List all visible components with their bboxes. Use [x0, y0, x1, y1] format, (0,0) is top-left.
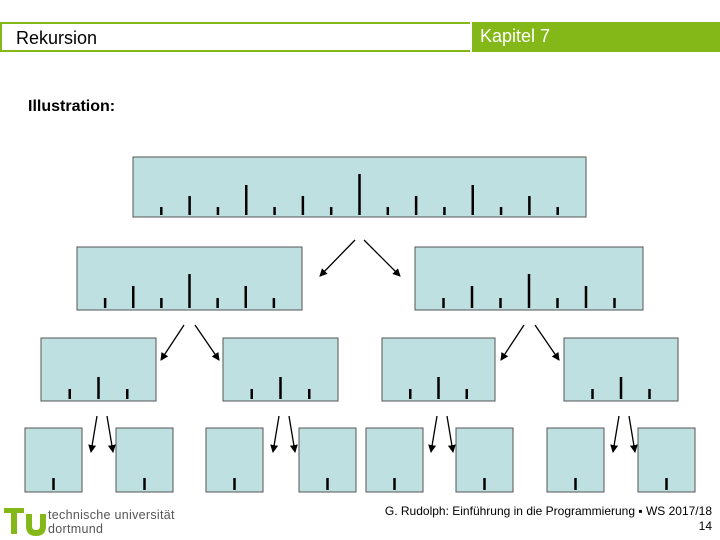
recursion-arrow	[500, 324, 525, 361]
chapter-label: Kapitel 7	[480, 26, 551, 46]
recursion-arrow	[270, 415, 280, 453]
recursion-arrow	[534, 324, 560, 361]
recursion-arrow	[628, 415, 638, 453]
recursion-arrow	[610, 415, 620, 453]
header-title-bar: Rekursion	[0, 22, 470, 52]
chapter-bar: Kapitel 7	[472, 22, 720, 52]
university-name: technische universität dortmund	[48, 508, 175, 536]
recursion-arrow	[288, 415, 298, 453]
recursion-arrow	[446, 415, 456, 453]
recursion-arrow	[160, 324, 185, 361]
recursion-arrow	[363, 239, 401, 277]
university-name-line1: technische universität	[48, 508, 175, 522]
footer-credit: G. Rudolph: Einführung in die Programmie…	[384, 504, 712, 518]
page-number: 14	[698, 519, 712, 533]
recursion-arrow	[88, 415, 98, 453]
tu-logo-icon	[4, 508, 46, 536]
footer: G. Rudolph: Einführung in die Programmie…	[385, 504, 712, 534]
university-name-line2: dortmund	[48, 522, 104, 536]
recursion-arrow	[319, 239, 356, 277]
recursion-arrow	[106, 415, 116, 453]
recursion-arrow	[428, 415, 438, 453]
recursion-arrow	[194, 324, 220, 361]
illustration-label: Illustration:	[28, 98, 116, 115]
slide-title: Rekursion	[16, 28, 98, 48]
